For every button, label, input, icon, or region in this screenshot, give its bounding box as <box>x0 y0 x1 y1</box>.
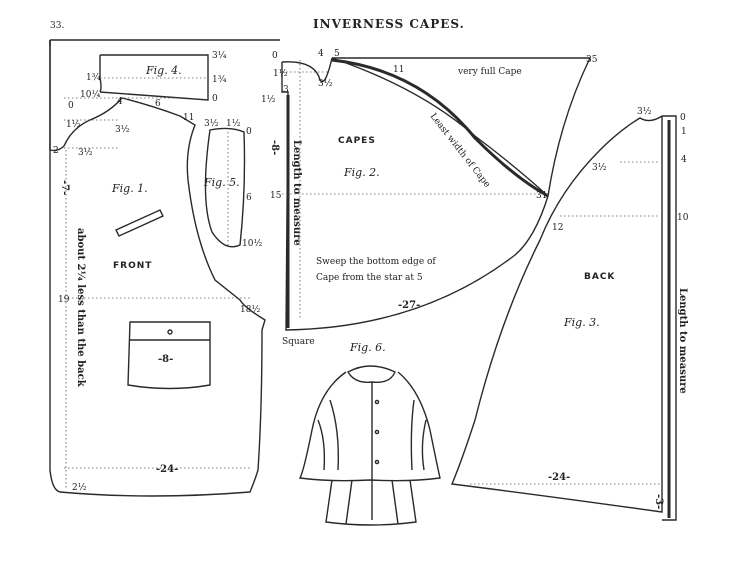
fig3-mark: 4 <box>681 155 687 165</box>
fig2-capes-label: CAPES <box>338 136 376 146</box>
fig2-cape: CAPES Fig. 2. very full Cape Least width… <box>261 49 598 347</box>
fig2-mark: 3½ <box>318 78 333 89</box>
fig5-mark: 0 <box>246 127 252 137</box>
fig1-mark: 0 <box>68 101 74 111</box>
fig2-mark: 1½ <box>273 68 288 79</box>
fig5-mark: 1½ <box>226 118 241 129</box>
fig1-mark: -7- <box>59 180 70 195</box>
fig2-mark: 4 <box>318 49 324 59</box>
fig1-note: about 2¼ less than the back <box>75 228 86 388</box>
fig5-mark: 10½ <box>242 238 262 249</box>
fig1-mark: 6 <box>155 99 161 109</box>
fig4-collar: Fig. 4. 3¼ 1¾ 1¾ 10¼ 0 <box>80 50 227 104</box>
fig2-mark: 15 <box>270 191 282 201</box>
fig3-mark: 3½ <box>637 106 652 117</box>
fig2-square: Square <box>282 337 315 347</box>
fig1-mark: -8- <box>158 354 173 365</box>
fig2-label: Fig. 2. <box>343 166 380 179</box>
fig2-mark: 31 <box>536 191 547 201</box>
fig2-mark: 11 <box>393 65 404 75</box>
fig2-mark: 0 <box>272 51 278 61</box>
fig5-mark: 6 <box>246 193 252 203</box>
fig4-mark: 1¾ <box>86 72 101 83</box>
fig4-mark: 3¼ <box>212 50 227 61</box>
fig1-mark: 3½ <box>78 147 93 158</box>
fig1-mark: 19 <box>58 295 70 305</box>
fig4-mark: 1¾ <box>212 74 227 85</box>
fig2-very-full: very full Cape <box>457 67 522 77</box>
fig2-mark: 3 <box>283 85 289 95</box>
fig1-mark: -24- <box>156 464 178 475</box>
fig4-mark: 10¼ <box>80 89 100 100</box>
fig5-piece: Fig. 5. 3½ 1½ 0 6 10½ <box>203 118 262 249</box>
fig3-mark: -24- <box>548 472 570 483</box>
page-number: 33. <box>50 21 64 31</box>
fig1-label: Fig. 1. <box>111 182 148 195</box>
fig4-mark: 0 <box>212 94 218 104</box>
fig2-mark: 1½ <box>261 94 276 105</box>
fig3-back-label: BACK <box>584 272 615 282</box>
fig6-cape-illustration: Fig. 6. <box>298 341 441 526</box>
fig1-mark: 2½ <box>72 482 87 493</box>
fig1-front-label: FRONT <box>113 261 152 271</box>
fig3-mark: 0 <box>680 113 686 123</box>
fig2-length-label: Length to measure <box>291 140 302 246</box>
fig4-label: Fig. 4. <box>145 64 182 77</box>
page-title: INVERNESS CAPES. <box>313 17 465 31</box>
fig1-mark: 1½ <box>66 119 81 130</box>
fig2-sweep-line2: Cape from the star at 5 <box>316 273 423 283</box>
fig3-label: Fig. 3. <box>563 316 600 329</box>
fig3-mark: 10 <box>677 213 689 223</box>
fig2-mark: 5 <box>334 49 340 59</box>
fig1-mark: 11 <box>183 113 194 123</box>
fig2-mark: -8- <box>269 140 280 155</box>
fig1-mark: 2 <box>53 146 59 156</box>
fig5-label: Fig. 5. <box>203 176 240 189</box>
fig3-mark: 3½ <box>592 162 607 173</box>
fig3-back: BACK Fig. 3. Length to measure 3½ 0 1 4 … <box>450 106 689 521</box>
fig2-mark: 35 <box>586 55 598 65</box>
fig3-mark: -3- <box>653 494 664 509</box>
fig3-length-label: Length to measure <box>677 288 688 394</box>
fig1-mark: 4 <box>117 97 123 107</box>
fig2-sweep-line1: Sweep the bottom edge of <box>316 257 436 267</box>
fig1-front: Fig. 1. FRONT about 2¼ less than the bac… <box>49 40 266 497</box>
fig3-mark: 12 <box>552 223 563 233</box>
fig1-mark: 18½ <box>240 304 260 315</box>
fig6-label: Fig. 6. <box>349 341 386 354</box>
fig3-mark: 1 <box>681 127 687 137</box>
fig5-mark: 3½ <box>204 118 219 129</box>
fig1-mark: 3½ <box>115 124 130 135</box>
fig2-mark: -27- <box>398 300 420 311</box>
